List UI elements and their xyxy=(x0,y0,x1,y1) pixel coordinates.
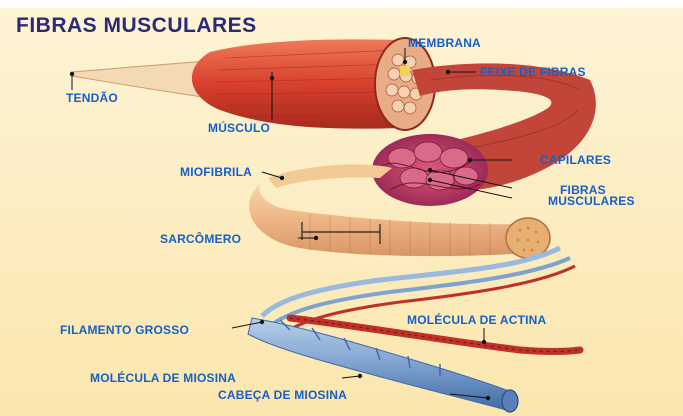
myofibril-end xyxy=(506,218,550,258)
label-molecula-de-actina: MOLÉCULA DE ACTINA xyxy=(407,314,546,326)
label-feixe-de-fibras: FEIXE DE FIBRAS xyxy=(480,66,586,78)
diagram-title: FIBRAS MUSCULARES xyxy=(16,14,257,38)
label-sarcomero: SARCÔMERO xyxy=(160,233,241,245)
label-musculares: MUSCULARES xyxy=(548,195,635,207)
label-membrana: MEMBRANA xyxy=(408,37,481,49)
label-filamento-grosso: FILAMENTO GROSSO xyxy=(60,324,189,336)
myosin-cross-section xyxy=(502,390,518,412)
label-molecula-de-miosina: MOLÉCULA DE MIOSINA xyxy=(90,372,236,384)
label-tendao: TENDÃO xyxy=(66,92,118,104)
membrane-marker xyxy=(400,66,410,76)
label-miofibrila: MIOFIBRILA xyxy=(180,166,252,178)
label-cabeca-de-miosina: CABEÇA DE MIOSINA xyxy=(218,389,347,401)
label-musculo: MÚSCULO xyxy=(208,122,270,134)
label-capilares: CAPILARES xyxy=(540,154,611,166)
top-strip xyxy=(0,0,683,8)
